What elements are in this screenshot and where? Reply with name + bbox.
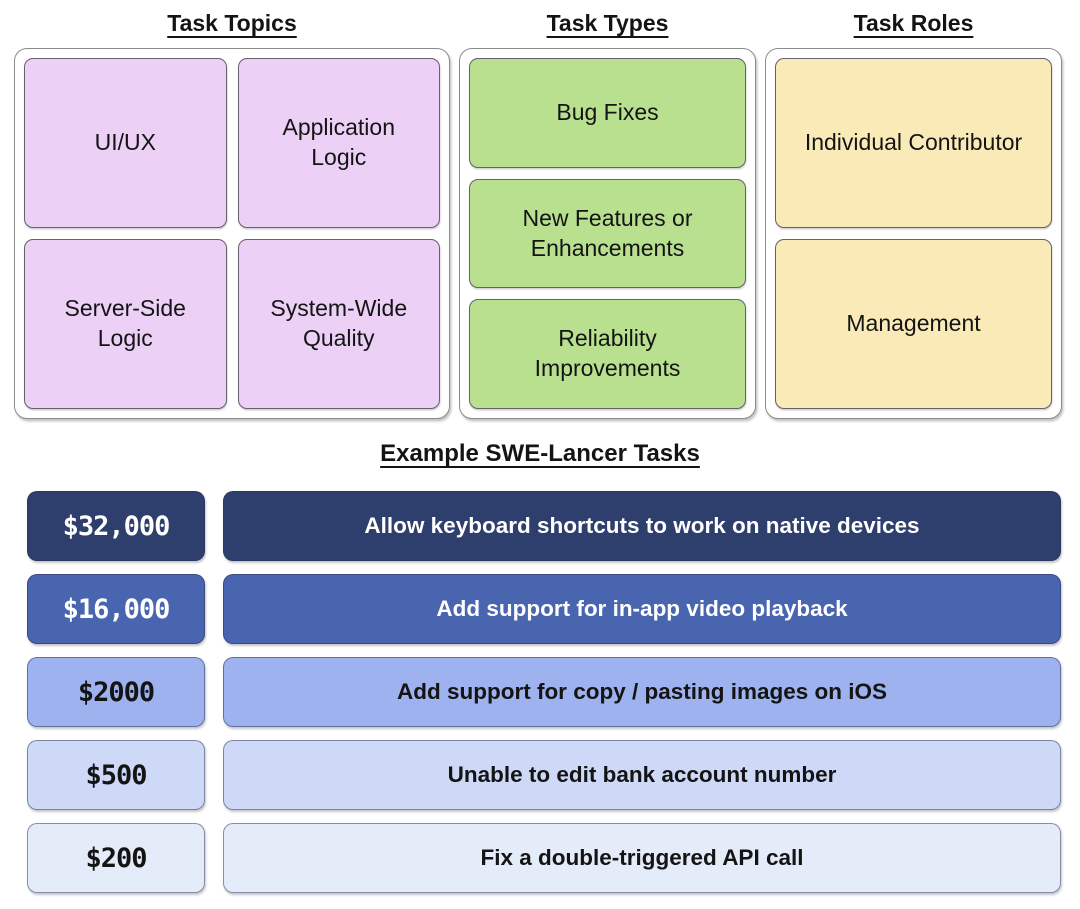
examples-section-title: Example SWE-Lancer Tasks [380,440,700,467]
task-row: $200 Fix a double-triggered API call [27,823,1061,893]
role-box-management: Management [775,239,1052,409]
topic-box-ui-ux: UI/UX [24,58,227,228]
task-types-header: Task Types [546,10,669,36]
type-box-new-features: New Features or Enhancements [469,178,746,289]
type-box-reliability: Reliability Improvements [469,299,746,410]
column-task-topics: Task Topics UI/UX Application Logic Serv… [14,10,450,419]
topic-box-application-logic: Application Logic [237,58,440,228]
task-topics-grid: UI/UX Application Logic Server-Side Logi… [24,58,440,409]
task-types-container: Bug Fixes New Features or Enhancements R… [459,48,756,419]
task-row: $32,000 Allow keyboard shortcuts to work… [27,491,1061,561]
task-types-stack: Bug Fixes New Features or Enhancements R… [469,58,746,410]
topic-box-system-wide-quality: System-Wide Quality [237,239,440,409]
task-description: Add support for in-app video playback [223,574,1061,644]
task-roles-header: Task Roles [853,10,974,36]
task-row: $500 Unable to edit bank account number [27,740,1061,810]
column-task-types: Task Types Bug Fixes New Features or Enh… [459,10,756,419]
task-topics-header: Task Topics [167,10,297,36]
category-columns: Task Topics UI/UX Application Logic Serv… [0,0,1080,419]
task-price-badge: $2000 [27,657,205,727]
task-row: $2000 Add support for copy / pasting ima… [27,657,1061,727]
task-price-badge: $200 [27,823,205,893]
column-task-roles: Task Roles Individual Contributor Manage… [765,10,1062,419]
task-description: Fix a double-triggered API call [223,823,1061,893]
example-task-rows: $32,000 Allow keyboard shortcuts to work… [27,491,1061,893]
task-topics-container: UI/UX Application Logic Server-Side Logi… [14,48,450,419]
task-price-badge: $16,000 [27,574,205,644]
task-description: Unable to edit bank account number [223,740,1061,810]
task-row: $16,000 Add support for in-app video pla… [27,574,1061,644]
type-box-bug-fixes: Bug Fixes [469,58,746,168]
task-description: Add support for copy / pasting images on… [223,657,1061,727]
role-box-individual-contributor: Individual Contributor [775,58,1052,228]
task-price-badge: $32,000 [27,491,205,561]
task-roles-stack: Individual Contributor Management [775,58,1052,409]
task-description: Allow keyboard shortcuts to work on nati… [223,491,1061,561]
topic-box-server-side-logic: Server-Side Logic [24,239,227,409]
task-roles-container: Individual Contributor Management [765,48,1062,419]
task-price-badge: $500 [27,740,205,810]
